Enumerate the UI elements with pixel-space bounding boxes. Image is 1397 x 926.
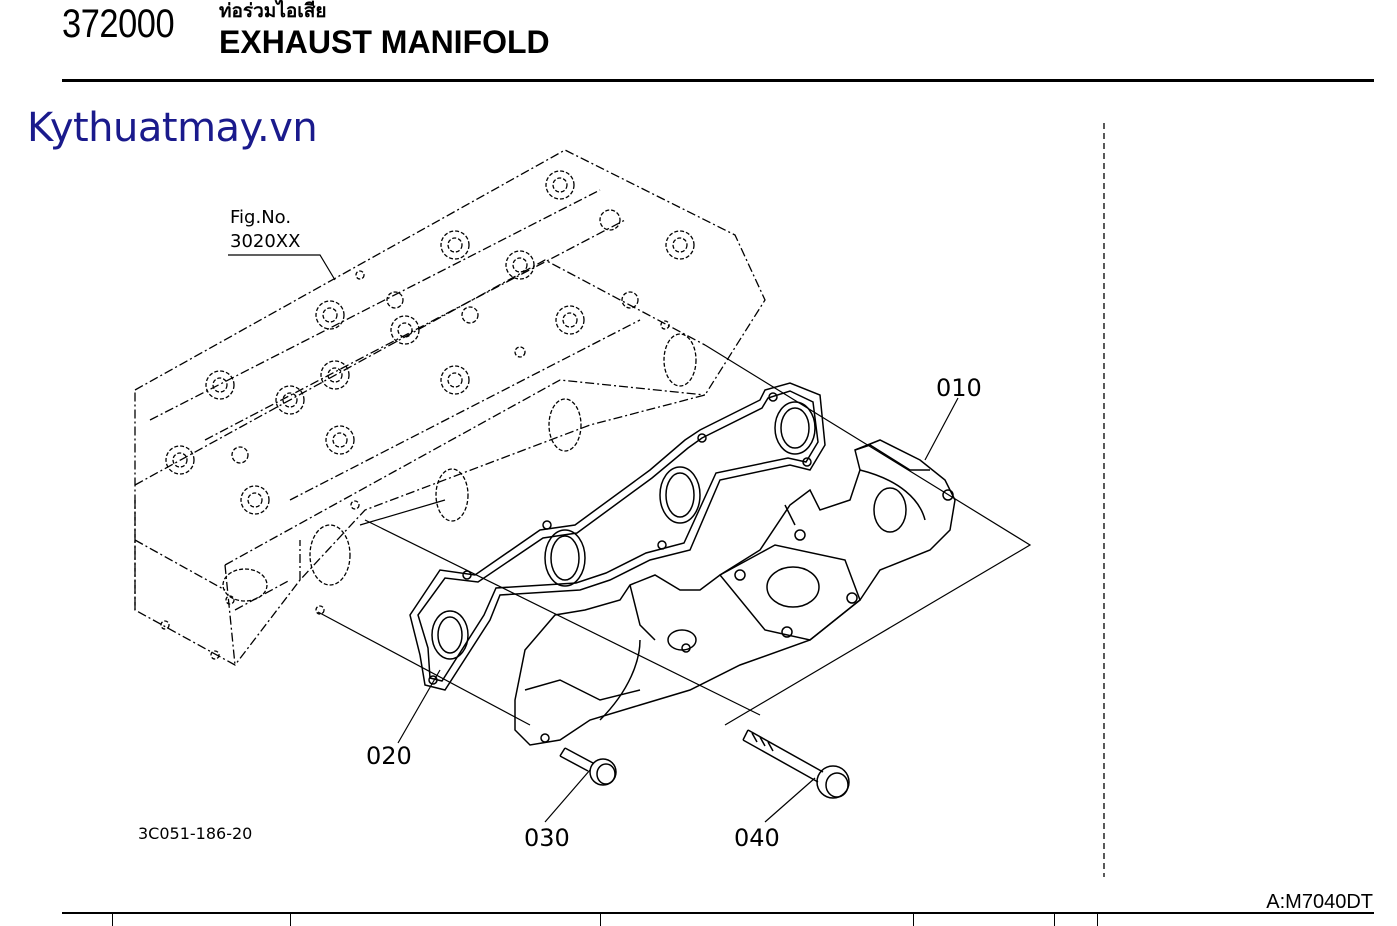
callout-010: 010 bbox=[936, 374, 982, 402]
table-column-divider bbox=[1097, 914, 1098, 926]
gasket-020 bbox=[409, 382, 826, 691]
cylinder-head-outline bbox=[134, 149, 766, 666]
callout-020: 020 bbox=[366, 742, 412, 770]
callout-030: 030 bbox=[524, 824, 570, 852]
cylinder-head-bosses bbox=[160, 170, 697, 660]
exhaust-manifold-010 bbox=[514, 439, 956, 746]
header-divider bbox=[62, 79, 1374, 82]
figure-reference-number: 3020XX bbox=[230, 231, 301, 252]
callout-040: 040 bbox=[734, 824, 780, 852]
bolt-040 bbox=[742, 729, 850, 799]
page-title-thai: ท่อร่วมไอเสีย bbox=[219, 0, 327, 22]
drawing-id: 3C051-186-20 bbox=[138, 824, 253, 843]
figure-reference: Fig.No. 3020XX bbox=[230, 206, 300, 254]
part-group-code: 372000 bbox=[62, 2, 175, 46]
watermark-text: Kythuatmay.vn bbox=[27, 105, 318, 151]
footer-divider bbox=[62, 912, 1374, 914]
callout-leaders bbox=[228, 254, 959, 823]
table-column-divider bbox=[913, 914, 914, 926]
table-column-divider bbox=[600, 914, 601, 926]
model-code: A:M7040DT bbox=[1266, 891, 1373, 913]
table-column-divider bbox=[290, 914, 291, 926]
table-column-divider bbox=[112, 914, 113, 926]
figure-reference-label: Fig.No. bbox=[230, 207, 292, 228]
table-column-divider bbox=[1054, 914, 1055, 926]
bolt-030 bbox=[559, 747, 617, 786]
alignment-lines bbox=[317, 344, 1032, 726]
page-title: EXHAUST MANIFOLD bbox=[219, 24, 550, 60]
